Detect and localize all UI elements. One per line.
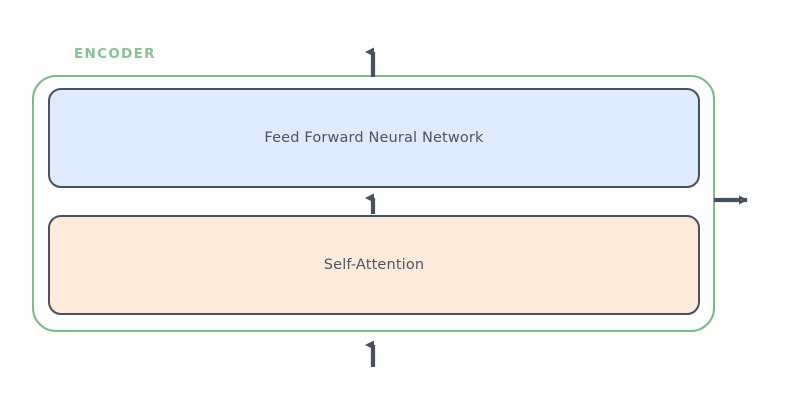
self-attention-label: Self-Attention — [323, 257, 425, 273]
encoder-label: ENCODER — [74, 46, 156, 62]
feed-forward-block: Feed Forward Neural Network — [48, 88, 700, 188]
self-attention-block: Self-Attention — [48, 215, 700, 315]
feed-forward-label: Feed Forward Neural Network — [264, 130, 484, 146]
